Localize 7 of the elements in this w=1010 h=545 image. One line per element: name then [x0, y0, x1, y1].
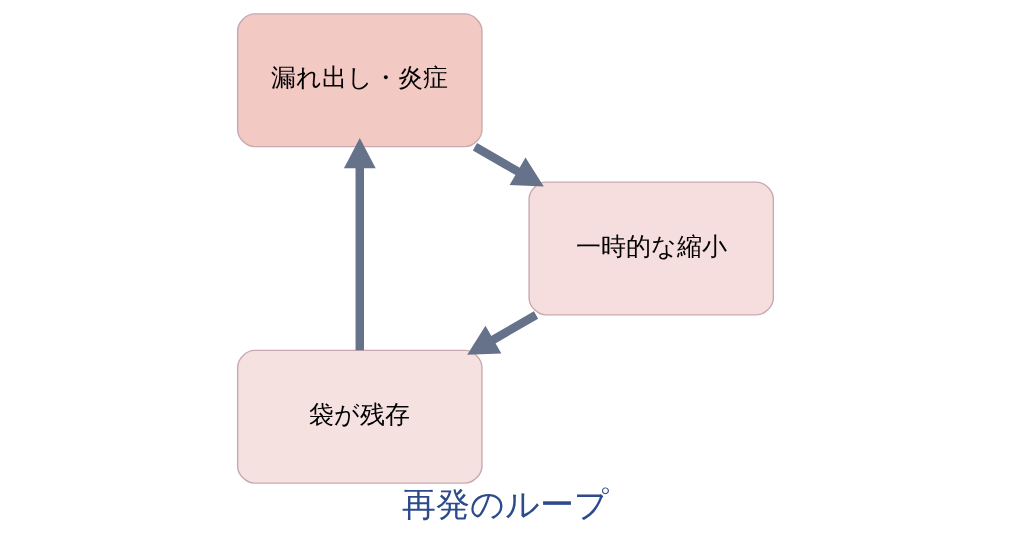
- arrow: [472, 143, 544, 187]
- arrow: [466, 311, 538, 355]
- node-box: 一時的な縮小: [527, 181, 774, 316]
- arrow: [343, 138, 376, 351]
- node-box: 袋が残存: [236, 349, 483, 484]
- diagram-title: 再発のループ: [401, 484, 609, 524]
- node-box: 漏れ出し・炎症: [236, 13, 483, 148]
